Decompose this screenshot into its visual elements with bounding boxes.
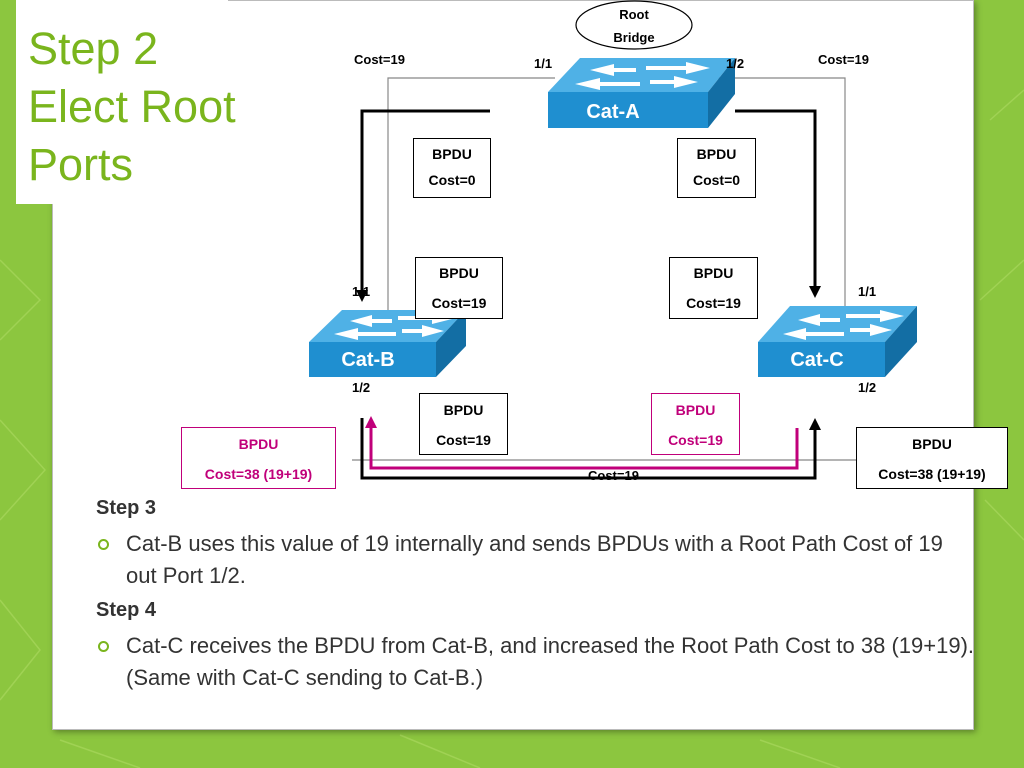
bpdu-box-cat-b-sent: BPDU Cost=19 [419,393,508,455]
switch-arrows-icon [783,310,904,340]
port-label-cat-c-1-1: 1/1 [858,284,876,299]
step-heading: Step 3 [96,497,157,519]
bpdu-box-cat-b-cost-38: BPDU Cost=38 (19+19) [181,427,336,489]
switch-arrows-icon [575,62,710,90]
root-bridge-label: Root Bridge [575,0,693,50]
link-line-right [705,77,846,330]
slide-title: Step 2 Elect Root Ports [28,20,236,194]
svg-text:Cat-C: Cat-C [790,349,843,371]
title-line: Ports [28,139,134,190]
port-label-cat-a-1-1: 1/1 [534,56,552,71]
bullet-icon [98,539,109,550]
title-background [16,0,228,204]
link-cost-bottom: Cost=19 [588,468,639,483]
switch-cat-b[interactable]: Cat-B [309,310,466,377]
link-cost-left: Cost=19 [354,52,405,67]
bpdu-box-cat-a-left: BPDU Cost=0 [413,138,491,198]
svg-text:Cat-A: Cat-A [586,101,639,123]
step-bullet: Cat-B uses this value of 19 internally a… [96,528,976,592]
switch-cat-a[interactable]: Cat-A [548,58,735,128]
port-label-cat-b-1-1: 1/1 [352,284,370,299]
link-line-left [387,77,555,330]
slide-body-text: Step 3 Cat-B uses this value of 19 inter… [96,494,976,698]
bpdu-arrow-cat-a-to-cat-b [360,109,490,292]
port-label-cat-b-1-2: 1/2 [352,380,370,395]
bpdu-box-cat-a-right: BPDU Cost=0 [677,138,756,198]
bpdu-box-cat-c-sent: BPDU Cost=19 [651,393,740,455]
bullet-icon [98,641,109,652]
bpdu-arrow-cat-c-to-cat-b [369,426,799,470]
bpdu-box-cat-c-received: BPDU Cost=19 [669,257,758,319]
svg-text:Cat-B: Cat-B [341,349,394,371]
svg-text:Root: Root [619,7,649,22]
bpdu-arrow-cat-b-to-cat-c [360,418,817,480]
title-line: Step 2 [28,23,159,74]
link-cost-right: Cost=19 [818,52,869,67]
title-line: Elect Root [28,81,236,132]
port-label-cat-c-1-2: 1/2 [858,380,876,395]
bpdu-box-cat-b-received: BPDU Cost=19 [415,257,503,319]
bpdu-arrow-cat-a-to-cat-c [735,109,817,288]
step-bullet: Cat-C receives the BPDU from Cat-B, and … [96,630,976,694]
switch-cat-c[interactable]: Cat-C [758,306,917,377]
bpdu-box-cat-c-cost-38: BPDU Cost=38 (19+19) [856,427,1008,489]
step-heading: Step 4 [96,599,157,621]
svg-text:Bridge: Bridge [613,30,654,45]
port-label-cat-a-1-2: 1/2 [726,56,744,71]
